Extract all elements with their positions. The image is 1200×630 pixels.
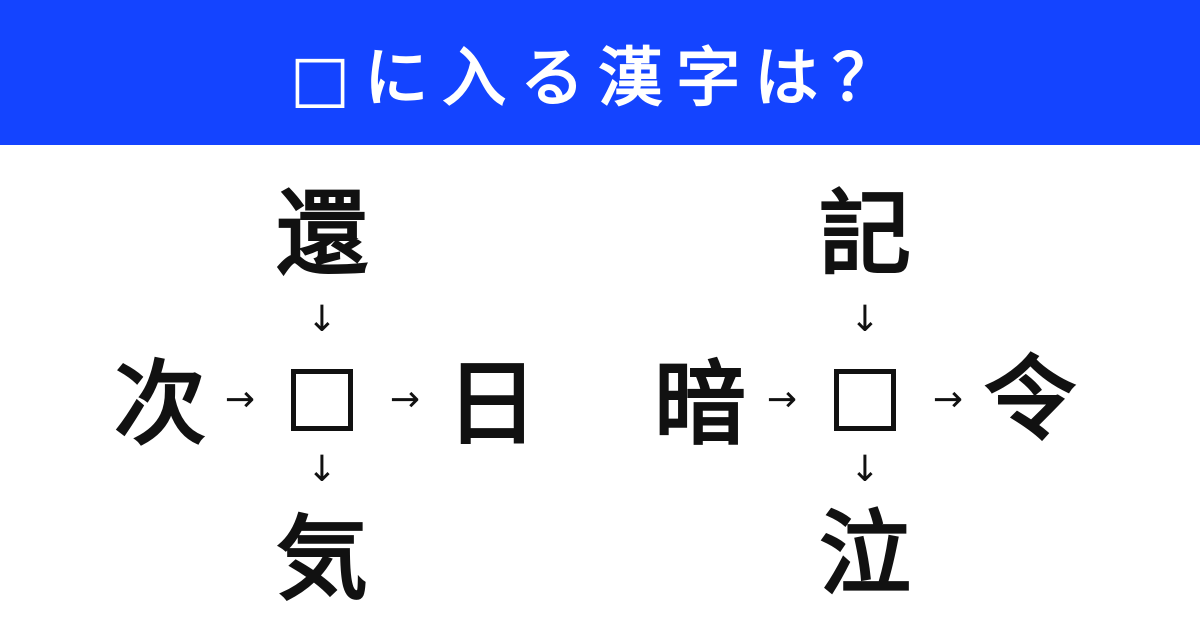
header-banner: □に入る漢字は？ [0,0,1200,145]
arrow-right-icon: → [766,379,798,420]
puzzle-1-left-kanji: 次 [113,351,206,458]
puzzle-2-bottom-kanji: 泣 [818,501,911,608]
page-title: □に入る漢字は？ [289,41,911,116]
arrow-down-icon: ↓ [306,299,338,340]
puzzle-2-top-kanji: 記 [818,181,911,288]
arrow-right-icon: → [932,379,964,420]
puzzle-2-blank-box [834,369,896,431]
puzzle-1-blank-box [291,369,353,431]
puzzle-2-left-kanji: 暗 [653,351,746,458]
arrow-down-icon: ↓ [849,449,881,490]
arrow-right-icon: → [224,379,256,420]
arrow-down-icon: ↓ [849,299,881,340]
arrow-down-icon: ↓ [306,449,338,490]
arrow-right-icon: → [389,379,421,420]
puzzle-1-bottom-kanji: 気 [275,506,368,613]
puzzle-2-right-kanji: 令 [983,346,1076,453]
puzzle-1-top-kanji: 還 [275,181,368,288]
puzzle-1-right-kanji: 日 [445,351,538,458]
